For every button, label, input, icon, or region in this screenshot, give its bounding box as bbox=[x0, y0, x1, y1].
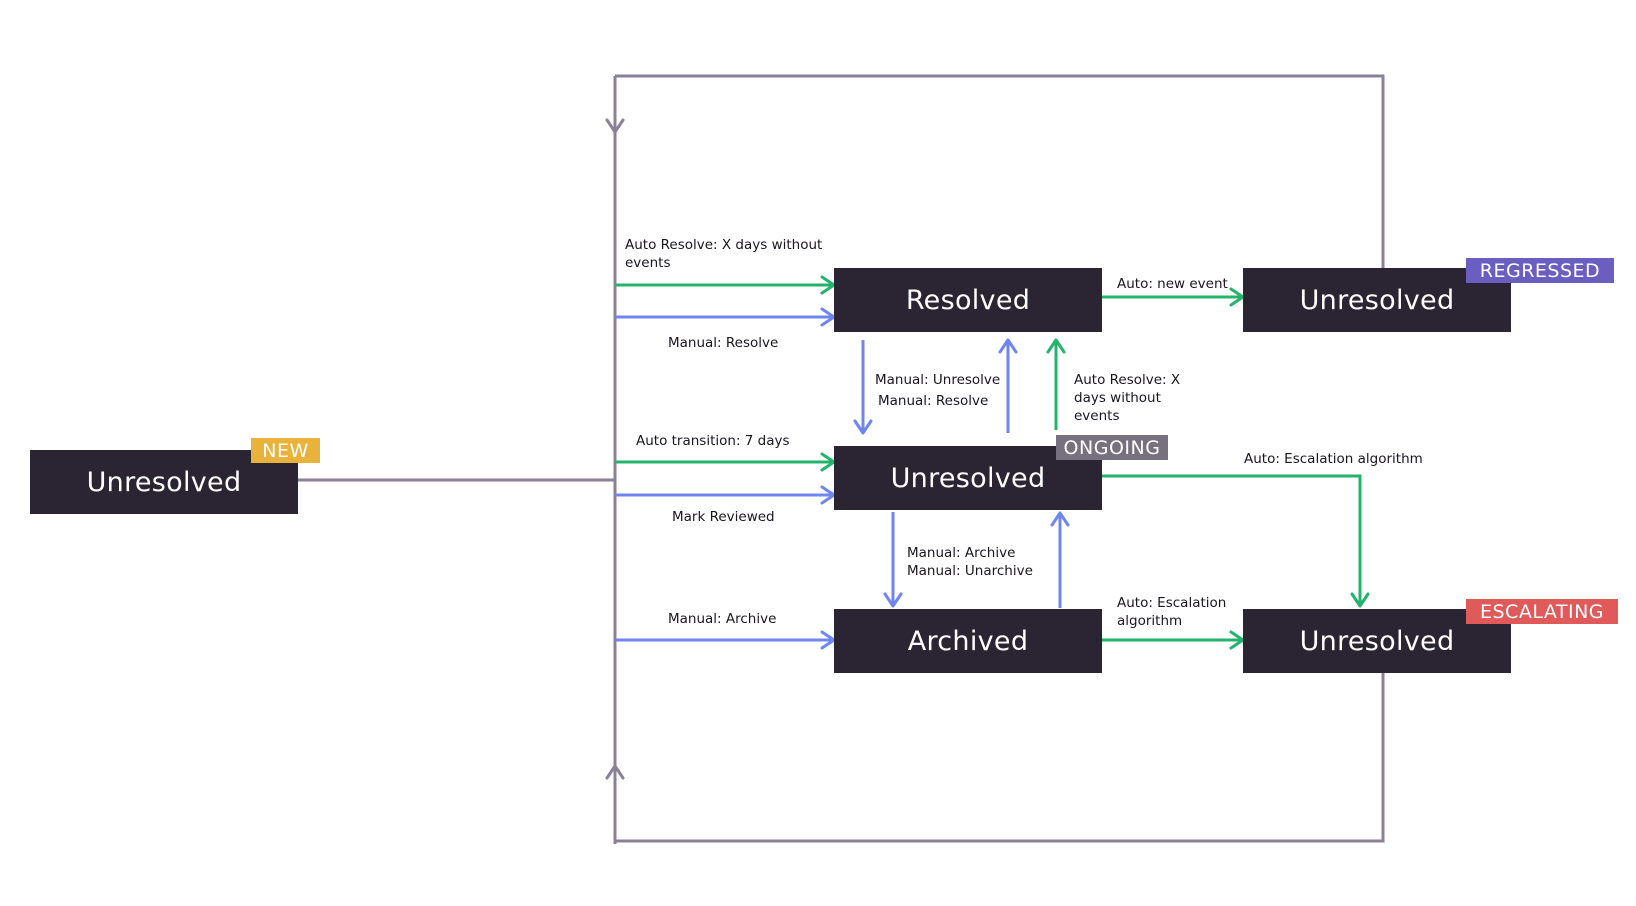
label-manual-unarchive: Manual: Unarchive bbox=[907, 563, 1033, 579]
label-manual-archive-mid: Manual: Archive bbox=[907, 545, 1016, 561]
label-mark-reviewed: Mark Reviewed bbox=[672, 509, 775, 525]
label-auto-escalation-bottom-line2: algorithm bbox=[1117, 613, 1183, 629]
badge-escalating: ESCALATING bbox=[1466, 599, 1618, 624]
auto-escalation-top-arrow bbox=[1102, 474, 1370, 608]
label-auto-resolve-line1: Auto Resolve: X days without bbox=[625, 237, 823, 253]
label-manual-resolve-mid: Manual: Resolve bbox=[878, 393, 989, 409]
badge-ongoing: ONGOING bbox=[1056, 435, 1168, 460]
label-auto-escalation-bottom-line1: Auto: Escalation bbox=[1117, 595, 1227, 611]
bottom-loop-line bbox=[615, 673, 1385, 843]
label-manual-resolve: Manual: Resolve bbox=[668, 335, 779, 351]
regression-loop bbox=[298, 74, 1385, 844]
top-loop-line bbox=[615, 74, 1385, 268]
badge-new: NEW bbox=[251, 438, 320, 463]
node-archived: Archived bbox=[834, 609, 1102, 673]
label-auto-resolve-mid-line2: days without bbox=[1074, 390, 1161, 406]
label-auto-escalation-top: Auto: Escalation algorithm bbox=[1244, 451, 1423, 467]
label-manual-unresolve: Manual: Unresolve bbox=[875, 372, 1001, 388]
label-manual-archive: Manual: Archive bbox=[668, 611, 777, 627]
node-resolved: Resolved bbox=[834, 268, 1102, 332]
label-auto-resolve-line2: events bbox=[625, 255, 671, 271]
label-auto-resolve-mid-line1: Auto Resolve: X bbox=[1074, 372, 1181, 388]
label-auto-transition: Auto transition: 7 days bbox=[636, 433, 790, 449]
badge-regressed: REGRESSED bbox=[1466, 258, 1614, 283]
label-auto-resolve-mid-line3: events bbox=[1074, 408, 1120, 424]
label-auto-new-event: Auto: new event bbox=[1117, 276, 1228, 292]
